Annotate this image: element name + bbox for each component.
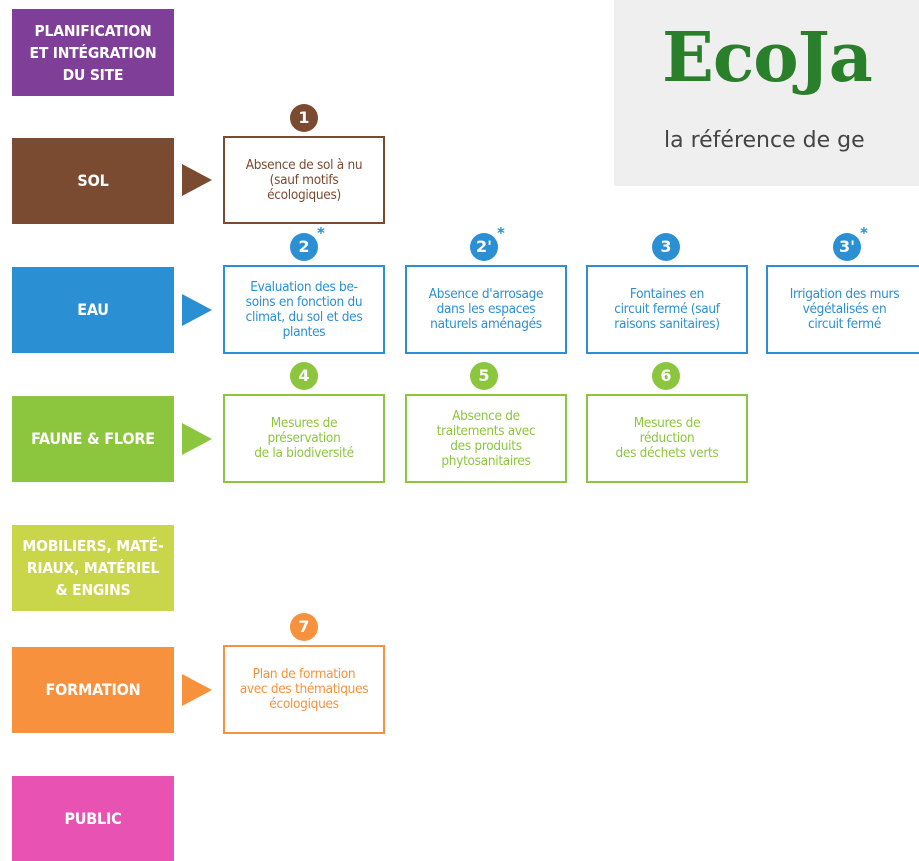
criterion-box-5: Absence de traitements avec des produits… — [405, 394, 567, 483]
category-planification: PLANIFICATION ET INTÉGRATION DU SITE — [12, 9, 174, 96]
criterion-box-3: Fontaines en circuit fermé (sauf raisons… — [586, 265, 748, 354]
criterion-number-6: 6 — [652, 362, 680, 390]
category-faune-flore: FAUNE & FLORE — [12, 396, 174, 482]
arrow-eau — [182, 294, 212, 326]
category-public: PUBLIC — [12, 776, 174, 861]
criterion-number-2: 2 — [290, 233, 318, 261]
category-sol: SOL — [12, 138, 174, 224]
criterion-box-3b: Irrigation des murs végétalisés en circu… — [766, 265, 919, 354]
criterion-number-5: 5 — [470, 362, 498, 390]
criterion-number-2b: 2' — [470, 233, 498, 261]
category-mobiliers: MOBILIERS, MATÉ- RIAUX, MATÉRIEL & ENGIN… — [12, 525, 174, 611]
criterion-box-2b: Absence d'arrosage dans les espaces natu… — [405, 265, 567, 354]
criterion-number-7: 7 — [290, 613, 318, 641]
logo-title: EcoJa — [662, 18, 873, 98]
criterion-star-2: * — [317, 224, 325, 242]
criterion-number-1: 1 — [290, 104, 318, 132]
logo-panel: EcoJa la référence de ge — [614, 0, 919, 186]
criterion-star-3b: * — [860, 224, 868, 242]
logo-subtitle: la référence de ge — [664, 128, 865, 153]
criterion-box-1: Absence de sol à nu (sauf motifs écologi… — [223, 136, 385, 224]
category-eau: EAU — [12, 267, 174, 353]
arrow-faune — [182, 423, 212, 455]
criterion-number-3b: 3' — [833, 233, 861, 261]
criterion-box-2: Evaluation des be- soins en fonction du … — [223, 265, 385, 354]
criterion-box-4: Mesures de préservation de la biodiversi… — [223, 394, 385, 483]
arrow-formation — [182, 674, 212, 706]
arrow-sol — [182, 164, 212, 196]
criterion-number-4: 4 — [290, 362, 318, 390]
category-formation: FORMATION — [12, 647, 174, 733]
criterion-star-2b: * — [497, 224, 505, 242]
criterion-number-3: 3 — [652, 233, 680, 261]
criterion-box-6: Mesures de réduction des déchets verts — [586, 394, 748, 483]
criterion-box-7: Plan de formation avec des thématiques é… — [223, 645, 385, 734]
